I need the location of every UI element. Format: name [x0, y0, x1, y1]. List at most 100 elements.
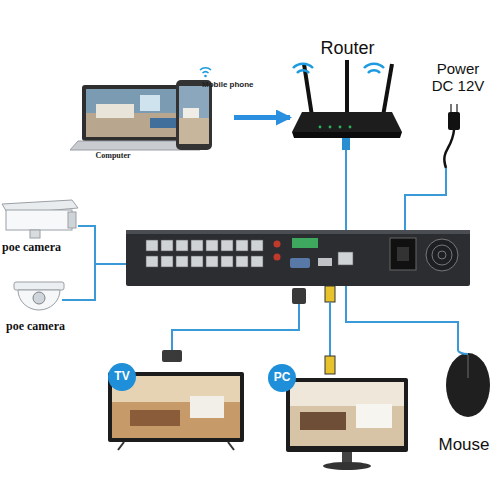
- pc-monitor-illustration: [300, 412, 346, 430]
- tv-illustration: [190, 396, 224, 418]
- computer-node: Computer: [78, 85, 172, 163]
- pc-monitor-illustration: [290, 382, 404, 406]
- power-plug-illustration: [456, 104, 458, 112]
- router-illustration: [329, 126, 332, 129]
- phone-illustration: [183, 108, 199, 118]
- router-illustration: [292, 132, 402, 138]
- pc-monitor-illustration: [323, 462, 371, 470]
- node-label: Mobile phone: [202, 80, 272, 89]
- node-label: Power DC 12V: [426, 60, 490, 95]
- phone-illustration: [200, 68, 211, 70]
- nvr-recorder: [126, 230, 470, 286]
- hdmi-cable: [329, 302, 331, 360]
- mouse-illustration: [446, 353, 490, 417]
- nvr-recorder: [176, 256, 188, 267]
- nvr-recorder: [251, 256, 263, 267]
- hdmi-cable: [325, 286, 335, 374]
- nvr-recorder: [274, 241, 281, 248]
- vga-cable: [172, 304, 299, 350]
- router-illustration: [339, 126, 342, 129]
- hdmi-cable: [325, 356, 335, 374]
- node-label: poe camera: [6, 320, 86, 334]
- nvr-recorder: [236, 256, 248, 267]
- tv-illustration: [130, 410, 180, 426]
- vga-cable: [162, 350, 182, 362]
- hdmi-cable: [325, 286, 335, 302]
- router-illustration: [319, 126, 322, 129]
- tv-badge-circle: TV: [108, 363, 136, 391]
- phone-node: Mobile phone: [172, 85, 234, 151]
- node-label: TV: [108, 370, 136, 384]
- nvr-recorder: [236, 240, 248, 251]
- laptop-illustration: [86, 89, 184, 137]
- camera-node: poe camera: [4, 272, 84, 334]
- pc-monitor-illustration: [356, 404, 392, 428]
- mouse-node: Mouse: [428, 345, 500, 460]
- node-label: Computer: [78, 151, 148, 160]
- nvr-recorder: [146, 256, 158, 267]
- nvr-recorder: [146, 240, 263, 267]
- laptop-illustration: [150, 118, 176, 128]
- nvr-recorder: [290, 258, 310, 268]
- nvr-recorder: [251, 240, 263, 251]
- pc-monitor-illustration: [286, 378, 408, 452]
- router-illustration: [293, 64, 313, 68]
- nvr-recorder: [221, 240, 233, 251]
- router-illustration: [319, 126, 352, 129]
- power-plug-illustration: [405, 168, 446, 240]
- power-plug-illustration: [450, 104, 452, 112]
- dome-camera-illustration: [14, 282, 64, 310]
- poe-camera-illustration: [2, 200, 78, 238]
- node-label: PC: [268, 371, 296, 385]
- vga-cable: [292, 288, 306, 304]
- router-illustration: [292, 112, 402, 132]
- router-illustration: [364, 64, 384, 68]
- laptop-illustration: [140, 95, 160, 111]
- connection-arrow: [234, 115, 290, 120]
- node-label: Mouse: [428, 435, 500, 455]
- nvr-recorder: [191, 256, 203, 267]
- router-illustration: [297, 70, 309, 73]
- pc-monitor-illustration: [286, 378, 408, 470]
- mouse-illustration: [446, 350, 490, 417]
- phone-illustration: [203, 72, 209, 73]
- phone-illustration: [179, 86, 209, 144]
- nvr-recorder: [426, 239, 458, 271]
- nvr-recorder: [318, 258, 332, 266]
- nvr-recorder: [338, 252, 353, 265]
- nvr-recorder: [146, 240, 158, 251]
- poe-camera-illustration: [30, 230, 40, 238]
- power-plug-illustration: [405, 104, 460, 240]
- pc-badge-circle: PC: [268, 364, 296, 392]
- phone-illustration: [204, 75, 207, 78]
- router-illustration: [349, 126, 352, 129]
- nvr-recorder: [432, 245, 452, 265]
- router-illustration: [345, 60, 349, 114]
- nvr-recorder: [206, 256, 218, 267]
- nvr-recorder: [274, 254, 281, 261]
- poe-camera-illustration: [6, 210, 72, 230]
- nvr-recorder: [126, 230, 470, 286]
- router-illustration: [383, 64, 392, 116]
- node-label: Router: [290, 38, 405, 59]
- power-plug-illustration: [444, 130, 454, 168]
- poe-camera-illustration: [68, 212, 76, 228]
- node-label: poe camera: [2, 241, 88, 255]
- laptop-illustration: [96, 104, 134, 118]
- mouse-illustration: [458, 350, 468, 354]
- nvr-recorder: [191, 240, 203, 251]
- camera-node: poe camera: [0, 196, 88, 256]
- power-node: Power DC 12V: [422, 60, 494, 156]
- tv-illustration: [228, 442, 234, 450]
- nvr-recorder: [292, 238, 318, 248]
- nvr-recorder: [397, 247, 409, 261]
- mouse-illustration: [467, 355, 469, 378]
- nvr-recorder: [438, 251, 446, 259]
- vga-cable: [162, 288, 306, 362]
- mouse-cable: [346, 286, 458, 350]
- pc-monitor-illustration: [290, 382, 404, 446]
- router-illustration: [292, 60, 402, 250]
- tv-illustration: [118, 442, 124, 450]
